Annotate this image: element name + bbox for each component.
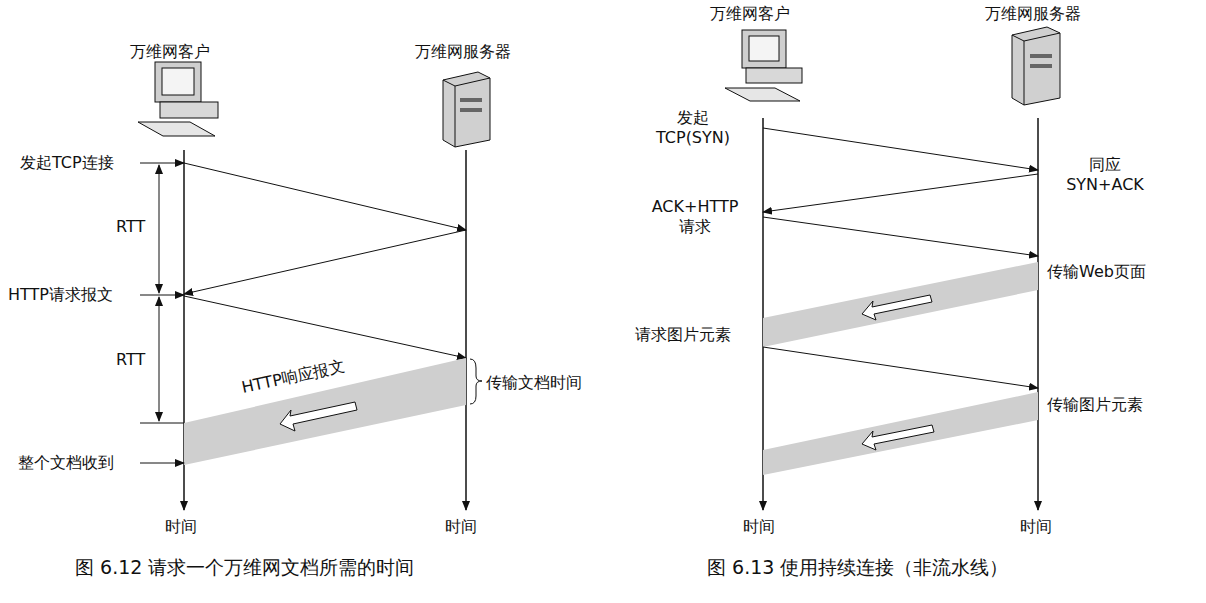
server-computer xyxy=(443,72,490,147)
header-label: 万维网服务器 xyxy=(985,4,1081,24)
duration-label: 传输文档时间 xyxy=(486,373,582,393)
caption-text: 图 6.12 请求一个万维网文档所需的时间 xyxy=(75,557,414,577)
event-label: ACK+HTTP 请求 xyxy=(640,197,750,237)
event-label: 请求图片元素 xyxy=(635,325,731,345)
event-label: 传输Web页面 xyxy=(1047,262,1146,282)
interval-label: RTT xyxy=(116,350,145,370)
client-computer xyxy=(138,62,218,136)
header-label: 万维网客户 xyxy=(710,4,790,24)
event-label: 整个文档收到 xyxy=(18,453,114,473)
event-label: 同应 SYN+ACK xyxy=(1060,155,1150,195)
axis-label: 时间 xyxy=(445,517,477,537)
axis-label: 时间 xyxy=(743,517,775,537)
caption-text: 图 6.13 使用持续连接（非流水线） xyxy=(707,557,1008,577)
interval-label: RTT xyxy=(116,217,145,237)
axis-label: 时间 xyxy=(165,517,197,537)
header-label: 万维网客户 xyxy=(130,42,210,62)
header-label: 万维网服务器 xyxy=(415,42,511,62)
event-label: 发起 TCP(SYN) xyxy=(645,108,741,148)
client-computer xyxy=(725,30,802,101)
event-label: 发起TCP连接 xyxy=(20,153,114,173)
event-label: 传输图片元素 xyxy=(1047,395,1143,415)
axis-label: 时间 xyxy=(1020,517,1052,537)
event-label: HTTP请求报文 xyxy=(8,285,113,305)
server-computer xyxy=(1012,27,1060,105)
